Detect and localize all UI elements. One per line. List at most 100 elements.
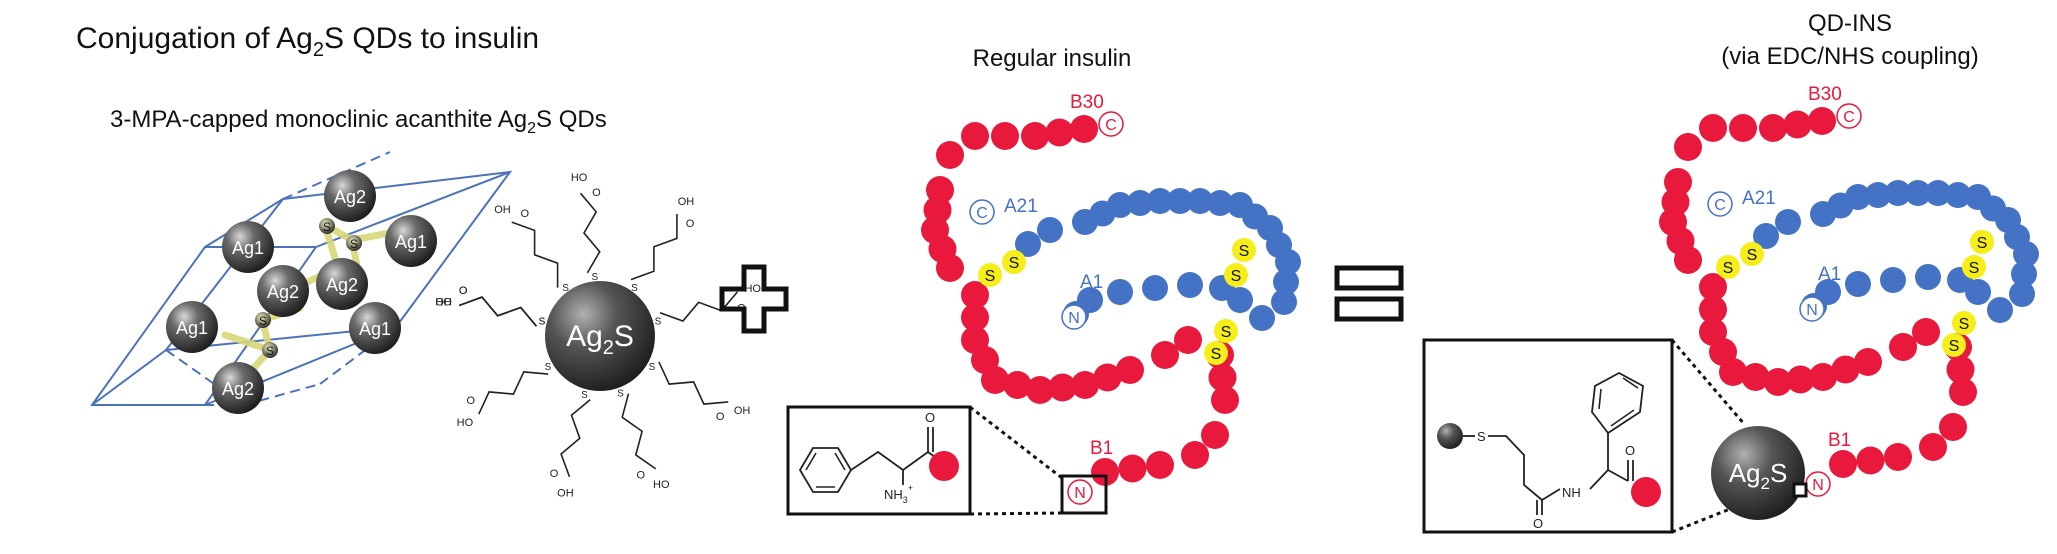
terminus-marker [969,199,995,225]
svg-text:S: S [266,344,274,358]
ligand-sulfur: S [581,390,588,401]
svg-text:S: S [259,314,267,328]
s-atom: S [346,235,362,251]
a-chain-residue [1147,188,1173,214]
terminus-label: C [1105,117,1117,134]
disulfide-bead [1214,319,1238,343]
b-chain-residue [1919,433,1947,461]
ligand-oxygen: O [459,285,468,297]
b-chain-residue [1071,371,1099,399]
terminus-label: C [1843,109,1855,126]
b-chain-residue [1048,373,1077,402]
b-chain-residue [936,254,964,282]
ligand-oxygen: O [686,218,695,230]
a-chain-residue [1880,267,1906,293]
a21-label: A21 [1004,196,1038,217]
ligand-oxygen: O [716,411,725,423]
ag-atom: Ag2 [212,362,264,414]
s-atom: S [255,312,271,328]
sulfur-label: S [1009,255,1020,272]
b-chain-residue [961,281,989,309]
a1-label: A1 [1818,264,1841,285]
a-chain-residue [1945,182,1971,208]
a-chain-residue [1775,209,1801,235]
b-chain-residue [1699,273,1727,301]
svg-text:Ag2S: Ag2S [1729,458,1788,493]
ag-atom: Ag1 [222,221,274,273]
svg-text:Ag1: Ag1 [176,318,208,338]
a-chain-residue [1915,264,1941,290]
ligand-hydroxyl: OH [435,296,452,308]
b-chain-residue [1764,368,1792,396]
conjugated-qd: Ag2S [1711,426,1808,520]
ag-atom: Ag1 [385,215,437,267]
sulfur-label: S [1747,247,1758,264]
conjugate-title-line1: QD-INS [1808,10,1892,37]
ligand-hydroxyl: HO [571,172,588,184]
ag-atom: Ag2 [257,265,309,317]
a-chain-residue [1127,190,1153,216]
svg-text:S: S [323,220,331,234]
terminus-label: N [1812,477,1824,494]
b-chain-residue [1831,355,1860,384]
figure-title: Conjugation of Ag2S QDs to insulin [76,22,539,61]
svg-text:Ag2: Ag2 [267,282,299,302]
ligand-sulfur: S [655,317,662,328]
b-chain-residue [1181,441,1209,469]
b-chain-residue [1674,246,1702,274]
disulfide-bead [978,263,1002,287]
a-chain-residue [1845,271,1871,297]
a-chain-residue [1885,180,1911,206]
b-chain-residue [1884,443,1912,471]
sulfur-label: S [1239,243,1250,260]
svg-text:Ag1: Ag1 [232,238,264,258]
a-chain-residue [1925,180,1951,206]
b-chain-residue [1854,348,1882,376]
terminus-marker [1061,304,1087,330]
b-chain-residue [1783,110,1812,139]
ligand-sulfur: S [649,362,656,373]
b-chain-residue [1026,376,1054,404]
b-chain-residue [1118,454,1147,483]
b-chain-residue [936,141,964,169]
b-chain-residue [1021,122,1049,150]
ligand-sulfur: S [539,317,546,328]
a-chain-residue [1187,188,1213,214]
b1-label: B1 [1090,438,1113,459]
svg-text:Ag1: Ag1 [395,232,427,252]
a-chain-residue [1273,269,1299,295]
ligand-hydroxyl: HO [435,296,452,308]
ag-atom: Ag2 [316,258,368,310]
plus-icon [719,264,789,334]
a-chain-residue [2013,241,2039,267]
ligand-oxygen: O [592,187,601,199]
b-chain-residue [1829,450,1857,478]
ligand-sulfur: S [591,272,598,283]
terminus-marker [1707,191,1733,217]
b-chain-residue [1786,365,1815,394]
b30-label: B30 [1070,92,1104,113]
sulfur-label: S [1221,324,1232,341]
b-chain-residue [1070,115,1098,143]
b1-label: B1 [1828,430,1851,451]
b-chain-residue [981,366,1009,394]
svg-text:Ag2: Ag2 [334,187,366,207]
ligand-oxygen: O [637,469,646,481]
b-chain-residue [1211,386,1239,414]
sulfur-label: S [1949,338,1960,355]
b-chain-residue [1719,358,1747,386]
s-atom: S [262,342,278,358]
a-chain-residue [1107,192,1133,218]
terminus-marker [1067,479,1093,505]
ligand-oxygen: O [467,395,476,407]
sulfur-label: S [1231,268,1242,285]
n-terminus-highlight [1060,474,1108,515]
ligand-oxygen: O [459,285,468,297]
b-chain-residue [1809,363,1837,391]
terminus-marker [1799,296,1825,322]
disulfide-bead [1716,255,1740,279]
ligand-sulfur: S [617,388,624,399]
a1-label: A1 [1080,272,1103,293]
